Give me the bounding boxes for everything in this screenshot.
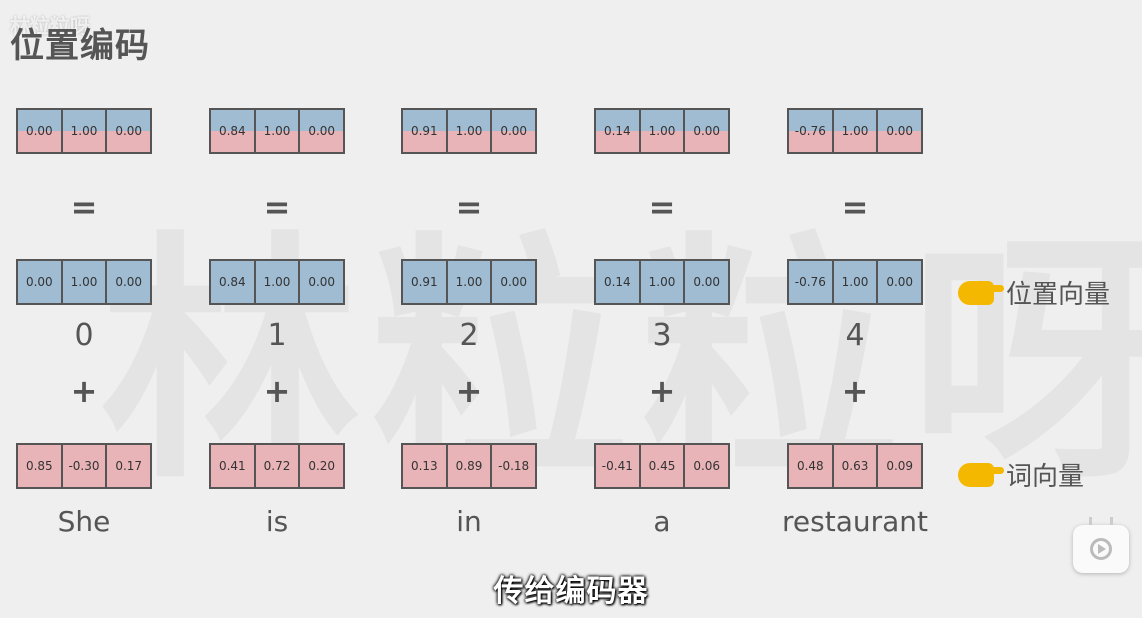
vector-cell: -0.30 <box>62 445 106 487</box>
equals-sign: = <box>455 188 483 226</box>
vector-cell: 0.00 <box>878 261 922 303</box>
vector-cell: 0.00 <box>107 110 151 152</box>
position-index: 1 <box>267 318 287 353</box>
vector-cell: 0.00 <box>300 261 344 303</box>
vector-cell: 0.14 <box>596 110 639 152</box>
video-subtitle: 传给编码器 <box>493 574 649 609</box>
plus-sign: + <box>70 372 98 410</box>
vector-cell: 0.00 <box>300 110 344 152</box>
play-icon <box>1090 538 1112 560</box>
plus-sign: + <box>841 372 869 410</box>
vector-cell: 1.00 <box>62 110 106 152</box>
plus-sign: + <box>648 372 676 410</box>
vector-cell: 0.06 <box>685 445 729 487</box>
token-word: She <box>57 505 111 538</box>
token-word: in <box>456 505 482 538</box>
equals-sign: = <box>648 188 676 226</box>
vector-cell: 1.00 <box>255 110 299 152</box>
vector-cell: 0.20 <box>300 445 344 487</box>
token-word: a <box>653 505 671 538</box>
vector-cell: 0.17 <box>107 445 151 487</box>
vector-cell: 0.00 <box>107 261 151 303</box>
vector-cell: 0.00 <box>492 110 536 152</box>
vector-cell: 1.00 <box>62 261 106 303</box>
word-vector-label-text: 词向量 <box>1006 462 1085 492</box>
plus-sign: + <box>263 372 291 410</box>
vector-cell: -0.41 <box>596 445 639 487</box>
vector-cell: 0.91 <box>403 261 446 303</box>
vector-cell: 1.00 <box>833 261 877 303</box>
vector-cell: 1.00 <box>447 110 491 152</box>
vector-cell: 0.89 <box>447 445 491 487</box>
position-index: 0 <box>74 318 94 353</box>
vector-cell: 1.00 <box>447 261 491 303</box>
vector-cell: -0.18 <box>492 445 536 487</box>
vector-cell: 0.45 <box>640 445 684 487</box>
vector-cell: 0.00 <box>685 261 729 303</box>
vector-cell: 1.00 <box>255 261 299 303</box>
token-word: restaurant <box>782 505 928 538</box>
vector-cell: 0.09 <box>878 445 922 487</box>
vector-cell: -0.76 <box>789 110 832 152</box>
vector-cell: 0.85 <box>18 445 61 487</box>
equals-sign: = <box>263 188 291 226</box>
position-index: 3 <box>652 318 672 353</box>
position-vector-label: 位置向量 <box>958 274 1110 311</box>
corner-watermark: 林粒粒呀 <box>10 14 90 38</box>
vector-cell: 1.00 <box>640 261 684 303</box>
equals-sign: = <box>841 188 869 226</box>
pointing-hand-icon <box>958 280 1004 305</box>
vector-cell: 0.14 <box>596 261 639 303</box>
vector-cell: 1.00 <box>833 110 877 152</box>
vector-cell: 0.41 <box>211 445 254 487</box>
vector-cell: 0.13 <box>403 445 446 487</box>
word-vector-label: 词向量 <box>958 456 1084 493</box>
vector-cell: 0.72 <box>255 445 299 487</box>
vector-cell: 0.63 <box>833 445 877 487</box>
position-index: 4 <box>845 318 865 353</box>
vector-cell: 0.84 <box>211 261 254 303</box>
page-title: 位置编码 <box>10 26 150 66</box>
equals-sign: = <box>70 188 98 226</box>
vector-cell: 0.48 <box>789 445 832 487</box>
vector-cell: -0.76 <box>789 261 832 303</box>
vector-cell: 0.00 <box>685 110 729 152</box>
position-vector-label-text: 位置向量 <box>1006 280 1111 310</box>
token-word: is <box>265 505 289 538</box>
plus-sign: + <box>455 372 483 410</box>
vector-cell: 0.00 <box>878 110 922 152</box>
vector-cell: 0.00 <box>18 261 61 303</box>
vector-cell: 0.00 <box>18 110 61 152</box>
pointing-hand-icon <box>958 462 1004 487</box>
vector-cell: 0.84 <box>211 110 254 152</box>
bilibili-play-button[interactable] <box>1073 525 1129 573</box>
vector-cell: 0.00 <box>492 261 536 303</box>
vector-cell: 1.00 <box>640 110 684 152</box>
vector-cell: 0.91 <box>403 110 446 152</box>
position-index: 2 <box>459 318 479 353</box>
